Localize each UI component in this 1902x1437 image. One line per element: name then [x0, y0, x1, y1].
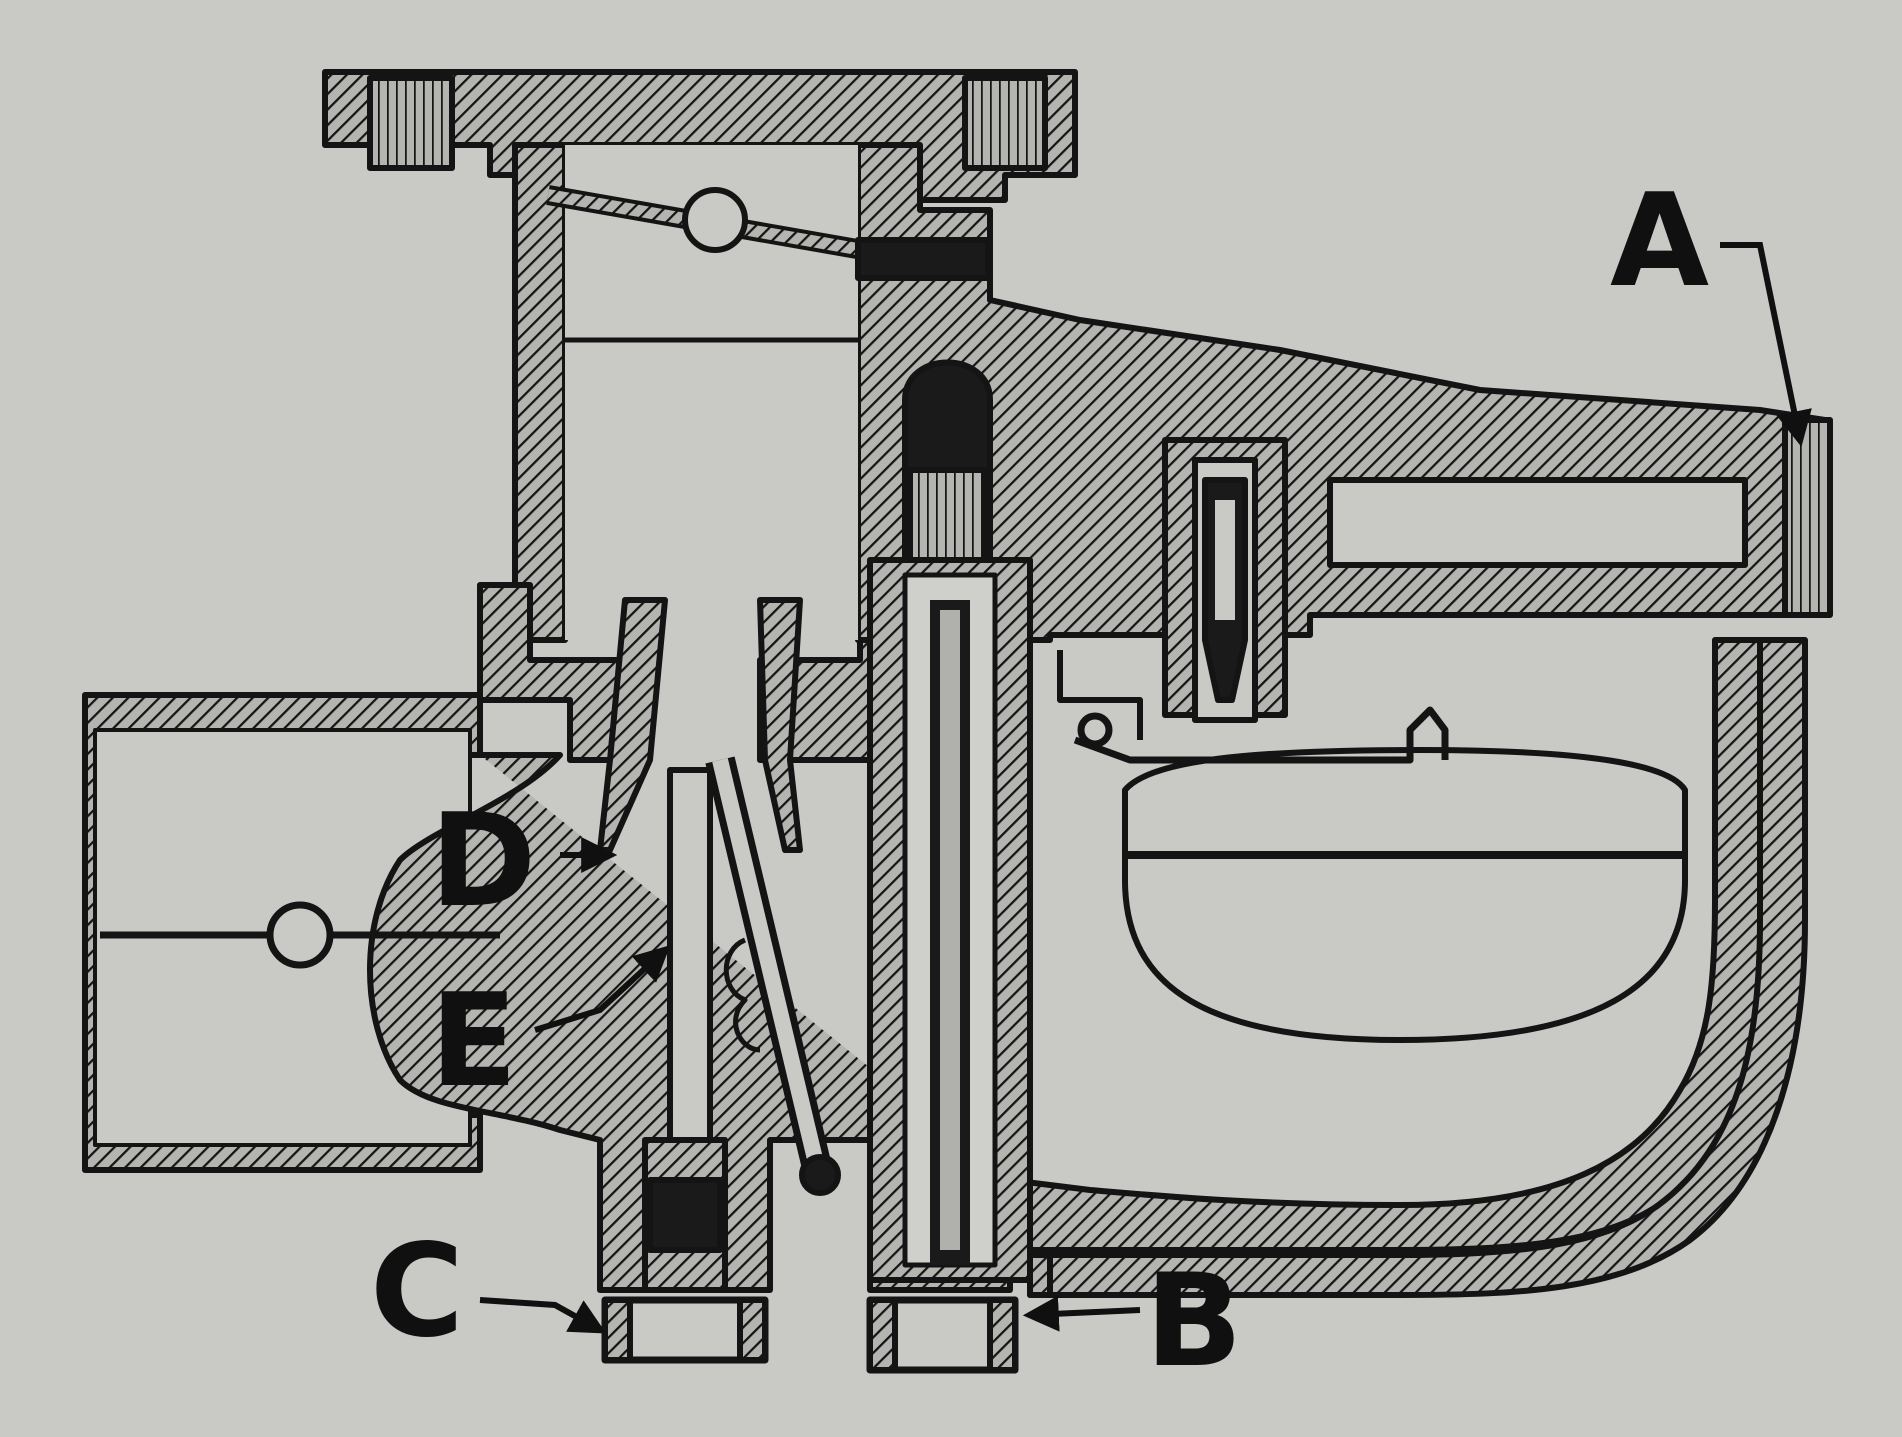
jet-plug-C-side-right: [737, 1297, 768, 1363]
leader-E: [534, 945, 671, 1033]
leader-A: [1720, 242, 1812, 448]
flange-bolt-boss-right: [962, 75, 1048, 171]
jet-tube-E: [667, 767, 713, 1203]
leader-B: [1022, 1295, 1141, 1332]
idle-tube-inner: [712, 758, 828, 1182]
well-plug-B-side-right: [987, 1297, 1018, 1373]
jet-plug-C-side-left: [602, 1297, 633, 1363]
label-C: C: [370, 1217, 464, 1366]
float-bowl-bottom-lip: [1027, 1252, 1053, 1298]
fuel-inlet-plug-A: [1782, 417, 1833, 618]
float: [1122, 747, 1688, 1043]
throttle-stop-block: [855, 237, 991, 281]
main-well-threads: [907, 467, 988, 563]
label-E: E: [430, 967, 517, 1116]
metering-jet-threads: [647, 1177, 723, 1253]
flange-bolt-boss-left: [367, 75, 455, 171]
leader-lines: [479, 242, 1812, 1334]
float-bowl-wall: [1027, 637, 1808, 1298]
float-lever: [1073, 706, 1449, 764]
float-hinge-pin: [1077, 712, 1113, 748]
inlet-needle-slot: [1215, 500, 1235, 620]
idle-valve-ball: [799, 1154, 841, 1196]
choke-shaft: [266, 901, 334, 969]
label-A: A: [1610, 167, 1709, 316]
label-D: D: [430, 787, 536, 936]
choke-valve: [100, 901, 500, 969]
venturi-right: [757, 597, 803, 853]
float-hinge-bracket: [1057, 650, 1143, 740]
throat-wall-left: [512, 142, 568, 643]
main-well-tube-slot: [940, 610, 960, 1250]
leader-C: [479, 1297, 607, 1334]
throttle-shaft: [682, 187, 748, 253]
idle-valve-ridge: [723, 937, 761, 1053]
well-plug-B-side-left: [867, 1297, 898, 1373]
fuel-inlet-passage: [1327, 477, 1748, 568]
label-B: B: [1145, 1247, 1243, 1396]
